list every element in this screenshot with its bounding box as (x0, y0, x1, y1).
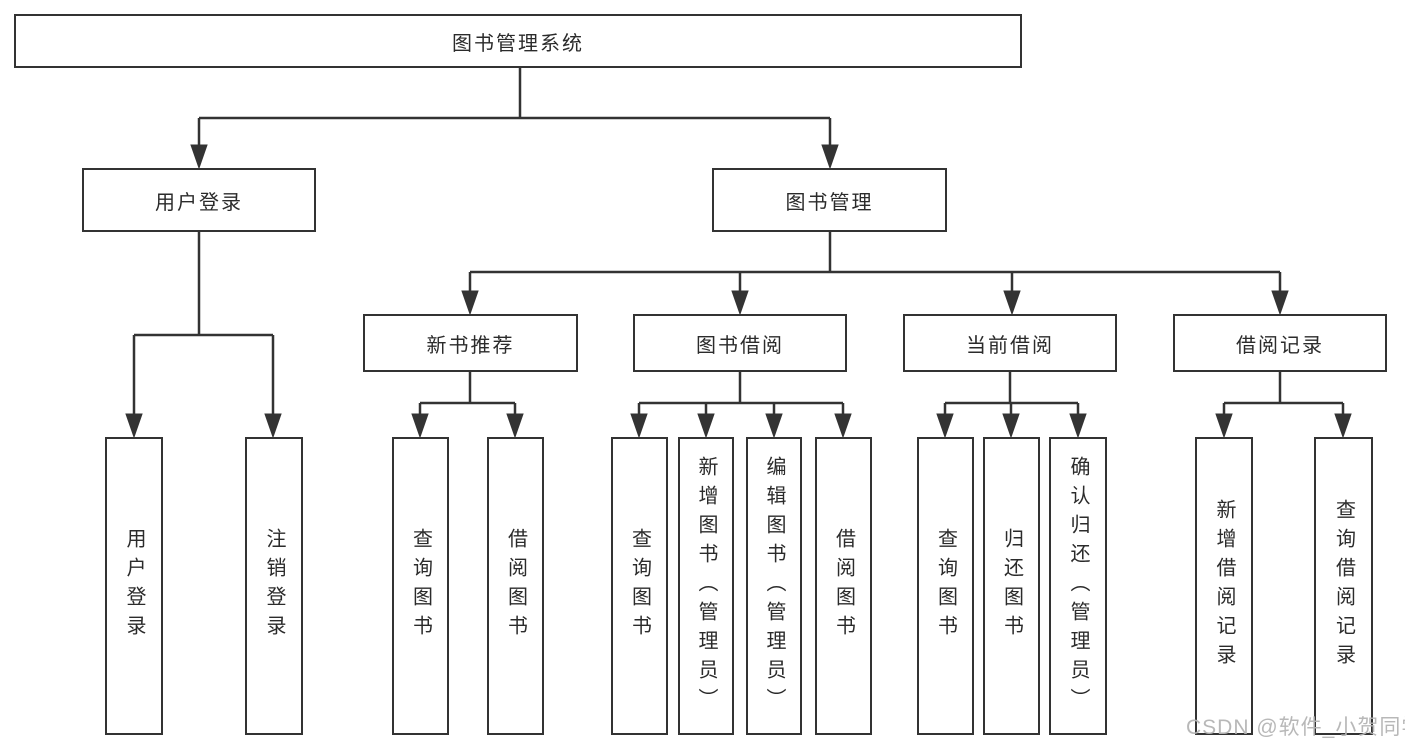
leaf-add-borrow-record: 新增借阅记录 (1195, 437, 1253, 735)
connector-new-book-recommendation-to-leaves (411, 372, 524, 439)
node-book-management: 图书管理 (712, 168, 947, 232)
leaf-query-borrow-record: 查询借阅记录 (1314, 437, 1373, 735)
node-new-book-recommendation: 新书推荐 (363, 314, 578, 372)
leaf-confirm-return-admin: 确认归还（管理员） (1049, 437, 1107, 735)
connector-current-borrowing-to-leaves (936, 372, 1087, 439)
node-library-management-system: 图书管理系统 (14, 14, 1022, 68)
leaf-logout: 注销登录 (245, 437, 303, 735)
leaf-query-books-current: 查询图书 (917, 437, 974, 735)
leaf-borrow-books-recommend: 借阅图书 (487, 437, 544, 735)
leaf-add-books-admin: 新增图书（管理员） (678, 437, 734, 735)
leaf-user-login: 用户登录 (105, 437, 163, 735)
leaf-query-books-recommend: 查询图书 (392, 437, 449, 735)
leaf-borrow-books: 借阅图书 (815, 437, 872, 735)
node-borrowing-records: 借阅记录 (1173, 314, 1387, 372)
node-book-borrowing: 图书借阅 (633, 314, 847, 372)
connector-user-login-to-leaves (125, 232, 282, 439)
connector-book-management-to-level3 (461, 232, 1289, 316)
watermark: CSDN @软件_小贺同学 (1186, 716, 1405, 739)
connector-borrowing-records-to-leaves (1215, 372, 1352, 439)
node-current-borrowing: 当前借阅 (903, 314, 1117, 372)
leaf-query-books-borrowing: 查询图书 (611, 437, 668, 735)
node-user-login: 用户登录 (82, 168, 316, 232)
connector-book-borrowing-to-leaves (630, 372, 852, 439)
connector-root-to-level2 (190, 68, 839, 170)
leaf-return-books: 归还图书 (983, 437, 1040, 735)
leaf-edit-books-admin: 编辑图书（管理员） (746, 437, 802, 735)
